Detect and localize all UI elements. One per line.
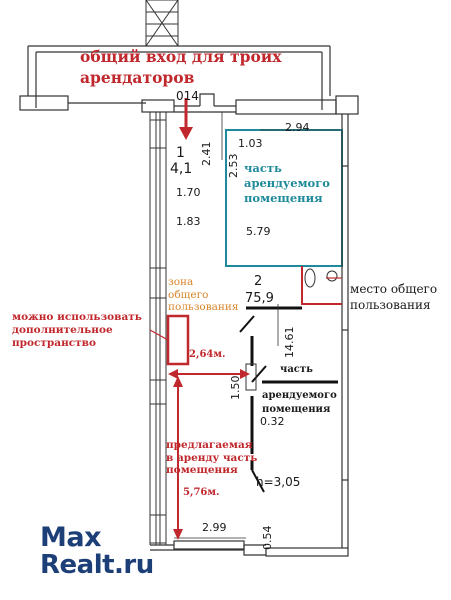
rented-part-top-line: часть [244,161,282,175]
dim-5-79-label: 5.79 [246,225,271,238]
dim-0-32-label: 0.32 [260,415,285,428]
room2-area-label: 75,9 [245,291,274,306]
dim-2-53-label: 2.53 [227,153,240,179]
room2-number-label: 2 [254,274,263,289]
extra-space-box [166,314,190,366]
offered-part-line: в аренду часть [166,451,258,464]
rented-part-right-line: часть [280,364,313,375]
dim-14-61-label: 14.61 [283,326,296,359]
length-dimension-arrow [173,376,183,540]
common-zone-line: общего [168,288,209,301]
dimension-lines [174,112,340,539]
top-wall [19,93,359,115]
rented-part-right-line: помещения [262,404,331,415]
extra-space-line: дополнительное [12,324,113,336]
common-place-annotation: место общего пользования [350,281,437,313]
dim-0-54-label: 0.54 [261,525,274,551]
rented-part-right-annotation: часть арендуемого помещения [262,363,337,417]
dim-2-41-label: 2.41 [200,141,213,167]
common-place-line: место общего [350,282,438,296]
room1-number-label: 1 [176,145,185,161]
dim-1-83-label: 1.83 [176,215,201,228]
watermark-max: Max [40,522,102,553]
width-dimension-label: 2,64м. [189,349,226,360]
entrance-arrow [179,98,193,140]
door-swings [239,315,267,493]
door-code-label: 014 [176,89,199,103]
rented-part-top-line: арендуемого [244,176,330,190]
room1-area-label: 4,1 [170,161,193,177]
extra-space-line: пространство [12,337,96,349]
upper-hall-walls [27,45,331,110]
offered-part-line: предлагаемая [166,439,253,451]
common-zone-annotation: зона общего пользования [168,276,239,314]
extra-space-annotation: можно использовать дополнительное простр… [12,311,142,350]
extra-space-pointer [149,329,169,341]
staircase [145,0,179,47]
rented-part-right-line: арендуемого [262,390,337,401]
toilet-block [301,266,342,305]
ceiling-height-label: h=3,05 [256,475,301,489]
right-wall [341,114,349,548]
dim-2-94-label: 2.94 [285,121,310,134]
common-place-line: пользования [350,298,431,312]
width-dimension-arrow [168,369,250,379]
rented-part-top-line: помещения [244,191,323,205]
shared-entrance-annotation: общий вход для троих арендаторов [80,47,282,87]
length-dimension-label: 5,76м. [183,487,220,498]
rented-part-top-annotation: часть арендуемого помещения [244,161,330,206]
dim-1-50-label: 1.50 [229,375,242,401]
common-zone-line: пользования [168,301,239,313]
dim-2-99-label: 2.99 [202,521,227,534]
common-zone-line: зона [168,276,194,288]
column-mark [245,363,257,391]
watermark-realt: Realt.ru [40,550,154,580]
offered-part-line: помещения [166,464,238,476]
extra-space-line: можно использовать [12,311,142,323]
offered-part-annotation: предлагаемая в аренду часть помещения [166,439,257,477]
dim-1-70-label: 1.70 [176,186,201,199]
bottom-wall [150,540,349,557]
dim-1-03-label: 1.03 [238,137,263,150]
partitions [246,306,338,470]
left-wall [149,112,167,545]
